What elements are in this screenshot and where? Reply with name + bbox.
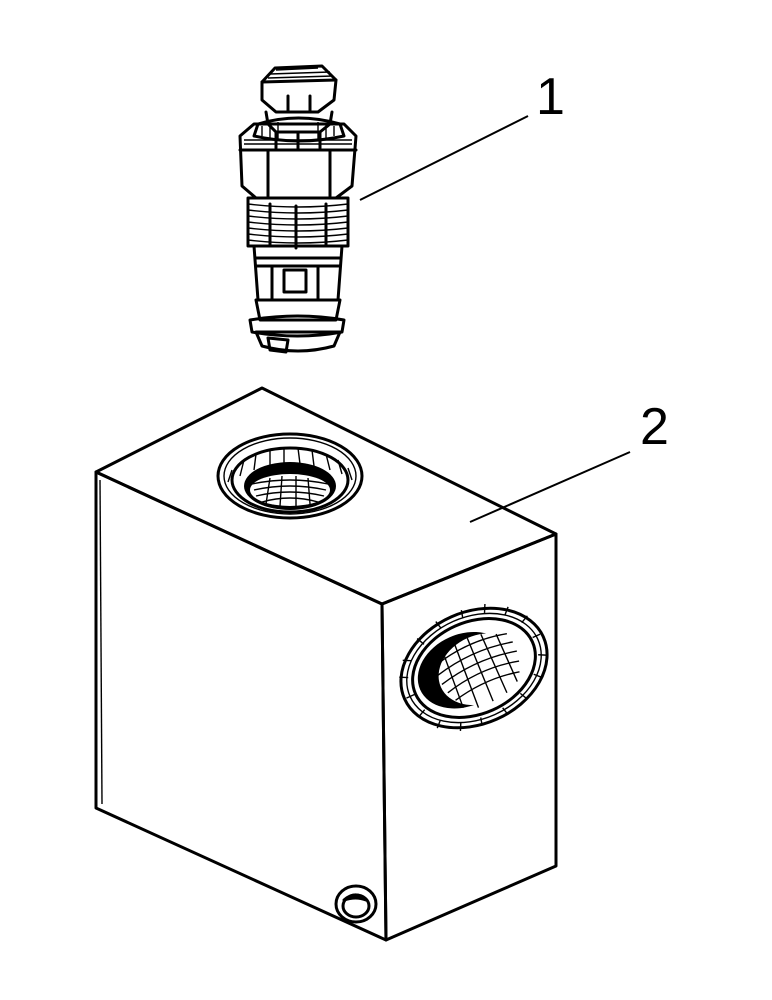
- callout-1: 1: [359, 68, 565, 201]
- cartridge-valve-icon: [238, 64, 358, 354]
- valve-body-block-icon: [94, 386, 558, 942]
- callout-label-2: 2: [640, 398, 669, 456]
- callout-2: 2: [469, 398, 669, 523]
- callout-label-1: 1: [536, 68, 565, 126]
